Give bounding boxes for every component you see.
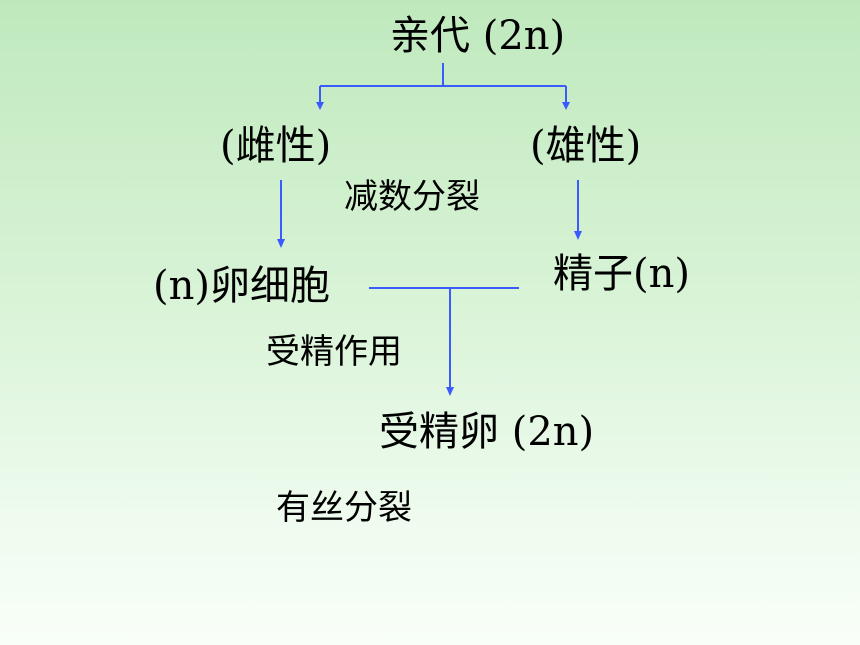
meiosis-label: 减数分裂 bbox=[344, 177, 480, 217]
egg-cell-label: (n)卵细胞 bbox=[153, 263, 330, 309]
zygote-label: 受精卵 (2n) bbox=[379, 409, 595, 455]
arrowhead-zygote bbox=[446, 387, 454, 396]
arrowhead-sperm bbox=[574, 231, 582, 240]
fertilization-label: 受精作用 bbox=[266, 332, 402, 372]
arrowhead-female bbox=[316, 102, 324, 110]
female-label: (雌性) bbox=[220, 123, 332, 169]
arrowhead-egg bbox=[277, 239, 285, 248]
parent-generation-label: 亲代 (2n) bbox=[390, 13, 566, 59]
mitosis-label: 有丝分裂 bbox=[276, 488, 412, 528]
sperm-label: 精子(n) bbox=[553, 251, 690, 297]
male-label: (雄性) bbox=[530, 123, 642, 169]
arrowhead-male bbox=[562, 102, 570, 110]
